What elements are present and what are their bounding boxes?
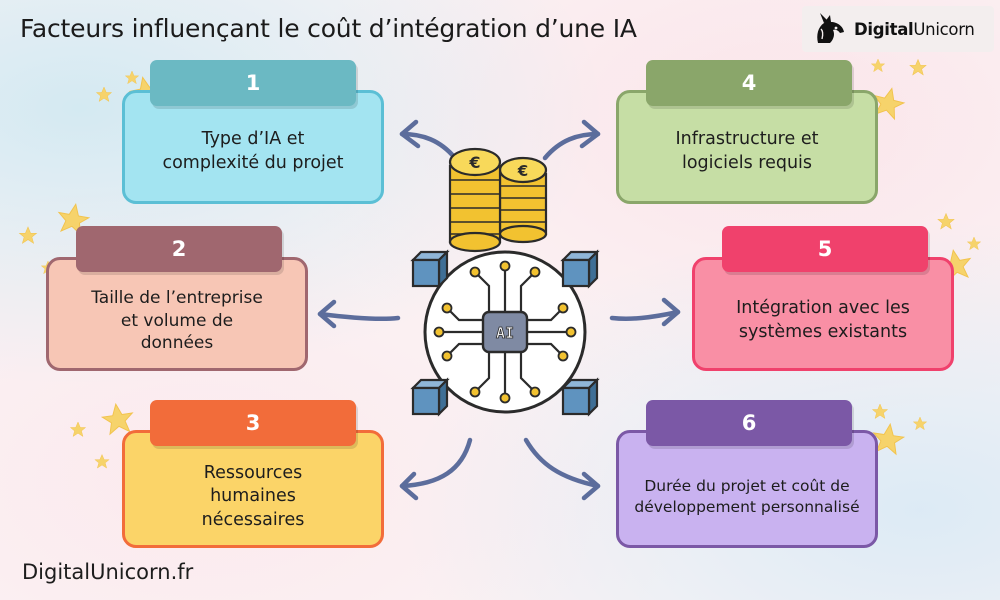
factor-number: 5 <box>817 237 833 261</box>
factor-number: 6 <box>741 411 757 435</box>
factor-label: Taille de l’entreprise et volume de donn… <box>91 287 263 354</box>
unicorn-head-icon <box>817 13 844 43</box>
chip-label: AI <box>496 324 514 342</box>
factor-label: Durée du projet et coût de développement… <box>634 477 860 516</box>
brand-name-light: Unicorn <box>913 19 975 39</box>
page-title: Facteurs influençant le coût d’intégrati… <box>20 14 637 43</box>
factor-number: 4 <box>741 71 757 95</box>
brand-logo: DigitalUnicorn <box>802 6 994 52</box>
euro-symbol: € <box>517 162 528 180</box>
arrow-to-factor-1 <box>399 119 458 161</box>
arrow-to-factor-6 <box>523 437 601 501</box>
factor-number-tab-3: 3 <box>150 400 356 446</box>
arrow-to-factor-3 <box>399 437 473 501</box>
euro-coins-stack-icon <box>448 147 548 253</box>
brand-name-bold: Digital <box>854 19 914 39</box>
arrow-to-factor-4 <box>542 119 601 161</box>
arrow-to-factor-2 <box>317 299 401 329</box>
footer-website: DigitalUnicorn.fr <box>22 560 194 584</box>
factor-number-tab-2: 2 <box>76 226 282 272</box>
factor-label: Type d’IA et complexité du projet <box>162 129 344 173</box>
factor-card-3: Ressources humaines nécessaires <box>122 430 384 548</box>
factor-card-6: Durée du projet et coût de développement… <box>616 430 878 548</box>
factor-card-2: Taille de l’entreprise et volume de donn… <box>46 257 308 371</box>
factor-number-tab-6: 6 <box>646 400 852 446</box>
arrow-to-factor-5 <box>609 297 681 327</box>
factor-card-1: Type d’IA et complexité du projet <box>122 90 384 204</box>
factor-label: Intégration avec les systèmes existants <box>736 298 910 342</box>
factor-label: Ressources humaines nécessaires <box>201 462 305 530</box>
factor-number: 1 <box>245 71 261 95</box>
factor-number-tab-4: 4 <box>646 60 852 106</box>
factor-number-tab-1: 1 <box>150 60 356 106</box>
factor-label: Infrastructure et logiciels requis <box>675 129 819 173</box>
euro-symbol: € <box>468 153 480 172</box>
brand-name: DigitalUnicorn <box>854 20 975 39</box>
ai-circuit-chip-icon: AI <box>410 249 600 417</box>
factor-number: 2 <box>171 237 187 261</box>
factor-number-tab-5: 5 <box>722 226 928 272</box>
factor-number: 3 <box>245 411 261 435</box>
center-illustration: € € AI <box>410 147 600 417</box>
